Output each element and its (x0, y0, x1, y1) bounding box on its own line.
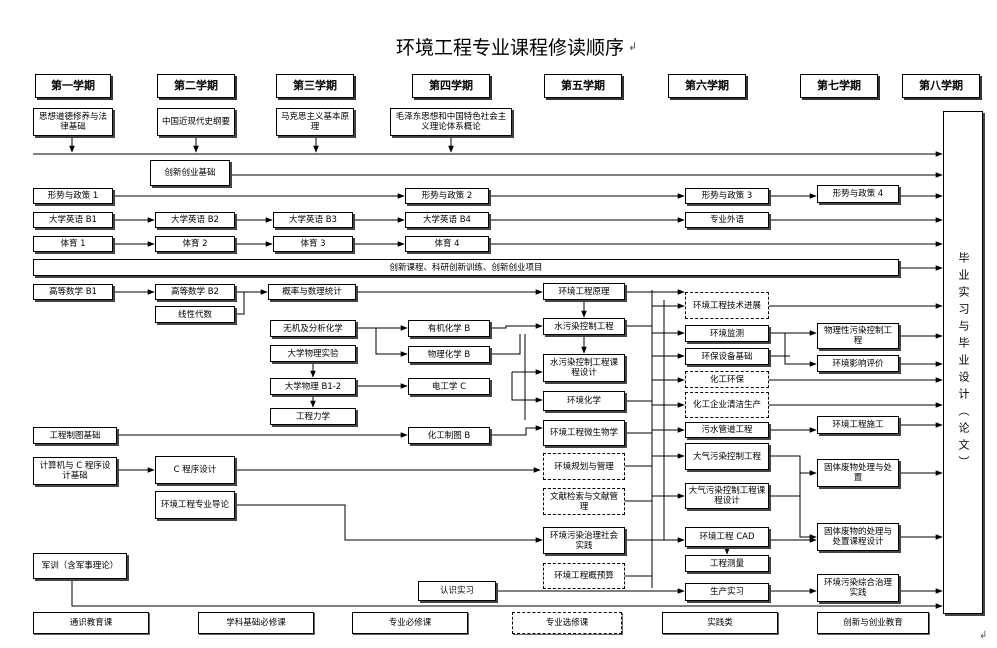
course-gaiyusuan: 环境工程概预算 (543, 563, 625, 589)
course-shigong: 环境工程施工 (817, 416, 899, 434)
graduation-label: 毕业实习与毕业设计（论文） (957, 252, 970, 473)
course-wuli: 大学物理 B1-2 (270, 378, 356, 395)
legend-zhuanye-bixiu: 专业必修课 (352, 612, 468, 634)
course-wuji: 无机及分析化学 (270, 320, 356, 337)
course-zhuanye-waiyu: 专业外语 (685, 212, 769, 228)
course-renshi-shixi: 认识实习 (418, 581, 496, 601)
course-guti-sheji: 固体废物的处理与处置课程设计 (817, 523, 899, 551)
course-makesi: 马克思主义基本原理 (276, 108, 354, 136)
course-xingshi2: 形势与政策 2 (405, 188, 489, 204)
course-jindaishi: 中国近现代史纲要 (157, 108, 235, 136)
course-weishengwu: 环境工程微生物学 (543, 420, 625, 446)
course-yuanli: 环境工程原理 (543, 283, 625, 300)
course-chuangxin-jichu: 创新创业基础 (150, 160, 230, 186)
course-wuli-shiyan: 大学物理实验 (270, 345, 356, 362)
connector-lines (33, 136, 943, 609)
course-jiance: 环境监测 (685, 325, 769, 342)
course-guihua: 环境规划与管理 (543, 453, 625, 480)
connector-line (71, 579, 943, 609)
semester-1-header: 第一学期 (35, 74, 111, 98)
legend-zhuanye-xuanxiu: 专业选修课 (512, 612, 622, 634)
course-guti: 固体废物处理与处置 (817, 459, 899, 487)
semester-4-header: 第四学期 (412, 74, 490, 98)
course-xingshi1: 形势与政策 1 (33, 188, 113, 204)
course-wenxian: 文献检索与文献管理 (543, 488, 625, 515)
course-celiang: 工程测量 (685, 555, 769, 572)
course-sixiang: 思想道德修养与法律基础 (33, 108, 113, 136)
connector-line (375, 328, 408, 357)
course-wuli-huaxue: 物理化学 B (408, 346, 490, 363)
connector-line (769, 455, 817, 476)
connector-line (511, 372, 543, 403)
chart-title: 环境工程专业课程修读顺序 (395, 37, 624, 59)
semester-8-header: 第八学期 (902, 74, 980, 98)
course-yingyu1: 大学英语 B1 (33, 212, 113, 228)
course-yingyu3: 大学英语 B3 (273, 212, 353, 228)
paragraph-mark-icon: ↲ (628, 40, 638, 53)
course-daqi-sheji: 大气污染控制工程课程设计 (685, 483, 769, 509)
semester-5-header: 第五学期 (544, 74, 622, 98)
connector-line (784, 333, 817, 367)
course-shengchan-shixi: 生产实习 (685, 583, 769, 601)
course-xingshi3: 形势与政策 3 (685, 188, 769, 204)
course-shuiwuran-sheji: 水污染控制工程课程设计 (543, 354, 625, 382)
legend-shijian: 实践类 (662, 612, 778, 634)
course-zonghe-shijian: 环境污染综合治理实践 (817, 574, 899, 602)
course-gaoshu2: 高等数学 B2 (155, 284, 235, 300)
course-jisuanji: 计算机与 C 程序设计基础 (33, 457, 117, 485)
course-gaoshu1: 高等数学 B1 (33, 284, 113, 300)
semester-6-header: 第六学期 (668, 74, 746, 98)
course-yingxiang: 环境影响评价 (817, 355, 899, 372)
course-huagong-huanbao: 化工环保 (685, 371, 769, 388)
semester-7-header: 第七学期 (800, 74, 878, 98)
legend-chuangxin: 创新与创业教育 (817, 612, 929, 634)
graduation-node: 毕业实习与毕业设计（论文） (943, 111, 983, 614)
course-maogai: 毛泽东思想和中国特色社会主义理论体系概论 (390, 108, 512, 136)
course-daolun: 环境工程专业导论 (155, 491, 235, 519)
course-c-chengxu: C 程序设计 (155, 456, 235, 484)
course-diangong: 电工学 C (408, 378, 490, 395)
course-tiyu2: 体育 2 (155, 236, 235, 252)
connector-line (490, 334, 521, 355)
connector-line (235, 504, 543, 543)
course-yingyu4: 大学英语 B4 (405, 212, 489, 228)
course-tiyu3: 体育 3 (273, 236, 353, 252)
course-xingshi4: 形势与政策 4 (817, 185, 899, 203)
course-gongcheng-zhitu: 工程制图基础 (33, 427, 117, 444)
course-shuiwuran: 水污染控制工程 (543, 318, 625, 335)
paragraph-mark-icon: ↲ (979, 630, 988, 641)
course-daqi: 大气污染控制工程 (685, 443, 769, 470)
course-cad: 环境工程 CAD (685, 527, 769, 547)
semester-2-header: 第二学期 (157, 74, 235, 98)
course-junxun: 军训（含军事理论） (33, 553, 127, 579)
course-guandao: 污水管道工程 (685, 422, 769, 438)
legend-xueke-jichu: 学科基础必修课 (198, 612, 314, 634)
course-tiyu1: 体育 1 (33, 236, 113, 252)
connector-line (490, 425, 543, 436)
course-huanjing-huaxue: 环境化学 (543, 391, 625, 411)
course-youji: 有机化学 B (408, 320, 490, 337)
course-wuli-fangzhi: 物理性污染控制工程 (817, 323, 899, 349)
course-xianxing: 线性代数 (155, 306, 235, 323)
course-tiyu4: 体育 4 (405, 236, 489, 252)
course-yingyu2: 大学英语 B2 (155, 212, 235, 228)
course-zhili-shijian: 环境污染治理社会实践 (543, 527, 625, 554)
connector-line (490, 323, 543, 329)
course-jishu-jinzhan: 环境工程技术进展 (685, 292, 769, 319)
course-qingjie-shengchan: 化工企业清洁生产 (685, 392, 769, 418)
semester-3-header: 第三学期 (276, 74, 354, 98)
course-gongcheng-lixue: 工程力学 (270, 408, 356, 425)
legend-tongshi: 通识教育课 (33, 612, 149, 634)
connector-line (799, 473, 817, 540)
course-chuangxin-xiangmu: 创新课程、科研创新训练、创新创业项目 (33, 259, 899, 276)
course-huagong-zhitu: 化工制图 B (408, 427, 490, 444)
connector-line (235, 292, 245, 315)
course-gailv: 概率与数理统计 (268, 284, 356, 300)
course-shebei: 环保设备基础 (685, 348, 769, 365)
